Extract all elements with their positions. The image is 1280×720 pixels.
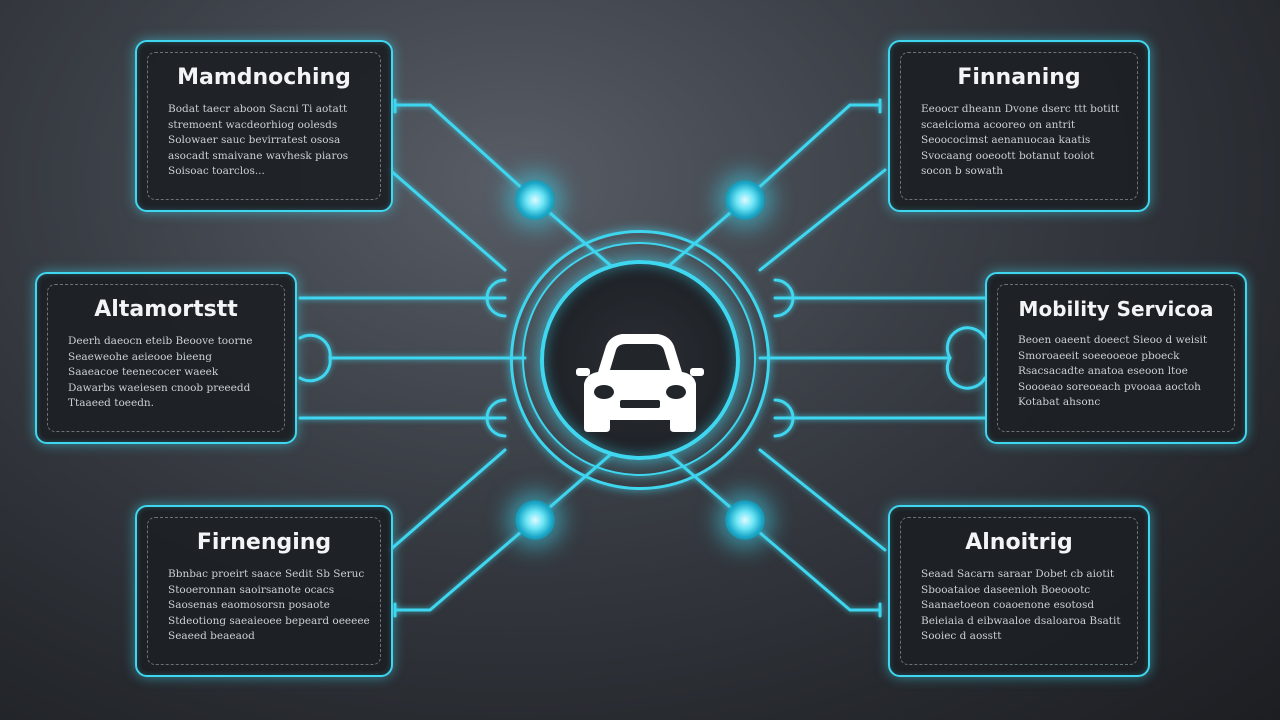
box-body: Deerh daeocn eteib Beoove toorne Seaeweo…	[60, 334, 272, 412]
box-title: Altamortstt	[94, 297, 238, 322]
connector-top-left-upper	[393, 103, 612, 267]
glow-node-bottom-left	[515, 500, 555, 540]
box-line: socon b sowath	[921, 165, 1004, 177]
info-box-bottom-left: Firnenging Bbnbac proeirt saace Sedit Sb…	[135, 505, 393, 677]
box-line: Beoen oaeent doeect Sieoo d weisit	[1018, 334, 1208, 346]
box-line: Solowaer sauc bevirratest ososa	[168, 134, 341, 146]
box-line: stremoent wacdeorhiog oolesds	[168, 118, 338, 131]
box-body: Seaad Sacarn saraar Dobet cb aiotit Sboo…	[913, 567, 1125, 645]
connector-bottom-left-lower	[393, 453, 612, 612]
info-box-top-left: Mamdnoching Bodat taecr aboon Sacni Ti a…	[135, 40, 393, 212]
hub-outer-ring	[510, 230, 770, 490]
info-box-top-right: Finnaning Eeoocr dheann Dvone dserc ttt …	[888, 40, 1150, 212]
box-line: Beieiaia d eibwaaloe dsaloaroa Bsatit	[921, 614, 1121, 627]
box-line: Kotabat ahsonc	[1018, 396, 1101, 408]
glow-node-bottom-right	[725, 500, 765, 540]
hub-middle-ring	[522, 242, 756, 476]
box-title: Mamdnoching	[177, 65, 351, 90]
box-line: asocadt smaivane wavhesk piaros	[168, 149, 349, 162]
box-line: Saosenas eaomosorsn posaote	[168, 599, 330, 611]
box-line: Smoroaeeit soeeooeoe pboeck	[1018, 349, 1180, 362]
info-box-bottom-right: Alnoitrig Seaad Sacarn saraar Dobet cb a…	[888, 505, 1150, 677]
connector-top-right-lower	[758, 168, 887, 272]
connector-bottom-right-lower	[668, 453, 882, 612]
box-line: Seoococimst aenanuocaa kaatis	[921, 134, 1091, 146]
box-line: Saaeacoe teenecocer waeek	[68, 366, 219, 378]
box-line: Ttaaeed toeedn.	[68, 397, 155, 409]
hub-side-arc-tl	[485, 278, 507, 318]
box-title: Firnenging	[196, 530, 332, 555]
box-line: Deerh daeocn eteib Beoove toorne	[68, 335, 253, 347]
box-body: Beoen oaeent doeect Sieoo d weisit Smoro…	[1010, 333, 1222, 411]
hub-side-arc-bl	[485, 398, 507, 438]
box-line: Soisoac toarclos...	[168, 165, 265, 177]
box-title: Alnoitrig	[965, 530, 1073, 555]
box-line: Bodat taecr aboon Sacni Ti aotatt	[168, 103, 348, 115]
box-line: Seaeweohe aeieooe bieeng	[68, 350, 212, 363]
box-line: Seaeed beaeaod	[168, 630, 255, 642]
box-title: Finnaning	[957, 65, 1081, 90]
box-body: Eeoocr dheann Dvone dserc ttt botitt sca…	[913, 102, 1125, 180]
box-line: Soooeao soreoeach pvooaa aoctoh	[1018, 380, 1201, 393]
box-line: Saanaetoeon coaoenone esotosd	[921, 599, 1095, 611]
hub-side-arc-br	[773, 398, 795, 438]
box-line: Eeoocr dheann Dvone dserc ttt botitt	[921, 103, 1120, 115]
box-line: Sooiec d aosstt	[921, 630, 1002, 642]
box-line: Seaad Sacarn saraar Dobet cb aiotit	[921, 568, 1115, 580]
box-body: Bodat taecr aboon Sacni Ti aotatt stremo…	[160, 102, 368, 180]
connector-bottom-left-upper	[388, 448, 507, 552]
box-line: Stooeronnan saoirsanote ocacs	[168, 583, 335, 596]
connector-mid-right-loop	[945, 326, 987, 390]
info-box-mid-left: Altamortstt Deerh daeocn eteib Beoove to…	[35, 272, 297, 444]
connector-top-left-lower	[388, 168, 507, 272]
box-line: scaeicioma acooreo on antrit	[921, 118, 1076, 131]
car-icon	[576, 334, 704, 432]
hub-core	[540, 260, 740, 460]
box-body: Bbnbac proeirt saace Sedit Sb Seruc Stoo…	[160, 567, 370, 645]
central-hub	[510, 230, 770, 490]
connector-mid-left-loop	[298, 333, 332, 383]
hub-side-arc-tr	[773, 278, 795, 318]
glow-node-top-left	[515, 180, 555, 220]
box-line: Rsacsacadte anatoa eseoon ltoe	[1018, 365, 1188, 377]
box-title: Mobility Servicoa	[1018, 297, 1214, 321]
box-line: Bbnbac proeirt saace Sedit Sb Seruc	[168, 568, 365, 580]
connector-top-right-upper	[668, 103, 882, 267]
info-box-mid-right: Mobility Servicoa Beoen oaeent doeect Si…	[985, 272, 1247, 444]
box-line: Stdeotiong saeaieoee bepeard oeeeee	[168, 614, 370, 627]
box-line: Svocaang ooeoott botanut tooiot	[921, 149, 1095, 162]
box-line: Sbooataioe daseenioh Boeoootc	[921, 583, 1091, 596]
glow-node-top-right	[725, 180, 765, 220]
box-line: Dawarbs waeiesen cnoob preeedd	[68, 381, 251, 394]
connector-bottom-right-upper	[758, 448, 887, 552]
